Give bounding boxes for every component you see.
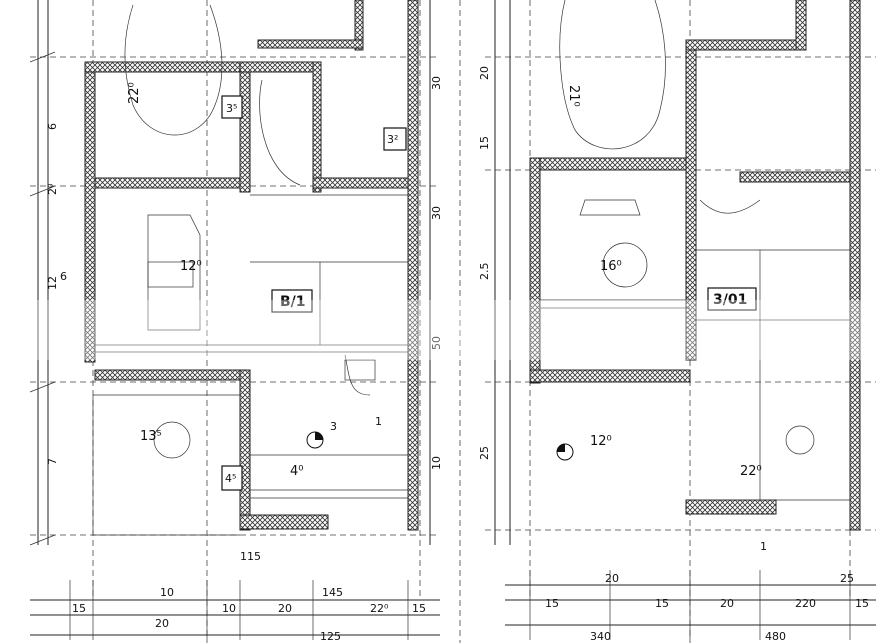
right-wall-west: [529, 157, 541, 384]
left-room-label-4: 4⁰: [290, 464, 303, 479]
left-tag-box-1: [221, 95, 243, 119]
left-dim-top-4: 10: [222, 602, 236, 615]
left-marker-1: 3: [330, 420, 337, 433]
right-title-label: 3/01: [713, 292, 747, 308]
left-wall-east: [407, 0, 419, 531]
right-wall-south: [529, 369, 691, 383]
left-wall-top-stub: [354, 0, 364, 51]
left-wall-west: [84, 61, 96, 363]
left-wall-inner: [239, 61, 251, 193]
left-wall-mid-2: [312, 177, 419, 189]
right-room-label-3: 12⁰: [590, 434, 612, 449]
right-dim-left-3: 2.5: [478, 263, 491, 281]
left-room-label-3: 13⁵: [140, 429, 162, 444]
left-tag-box-2: [221, 465, 243, 491]
left-dim-bottom-1: 145: [322, 586, 343, 599]
left-dim-top-1: 15: [72, 602, 86, 615]
left-wall-inner-2: [312, 61, 322, 193]
left-plan: 3⁵ 4⁵ 3² B/1 22⁰ 12⁰ 13⁵ 4⁰ 3 1 6 6 2⁰ 1…: [29, 0, 443, 643]
left-dim-top-3: 20: [155, 617, 169, 630]
left-wall-south-inner: [239, 369, 251, 531]
left-dim-bottom-2: 125: [320, 630, 341, 643]
right-marker: 1: [760, 540, 767, 553]
left-dim-bottom-4: 115: [240, 550, 261, 563]
right-dim-left-4: 25: [478, 446, 491, 460]
left-wall-south: [94, 369, 251, 381]
right-wall-east: [849, 0, 861, 531]
left-dim-left-3: 12: [46, 276, 59, 290]
right-plan: 3/01 21⁰ 16⁰ 12⁰ 22⁰ 1 20 15 2.5 25 15 2…: [478, 0, 876, 643]
left-dim-right-1: 30: [430, 76, 443, 90]
left-marker-3: 6: [60, 270, 67, 283]
left-marker-2: 1: [375, 415, 382, 428]
left-dim-right-3: 50: [430, 336, 443, 350]
right-dim-top-2: 20: [605, 572, 619, 585]
right-dim-bottom-3: 220: [795, 597, 816, 610]
left-room-label-1: 22⁰: [127, 82, 142, 104]
left-wall-north-2: [239, 61, 321, 73]
left-tag-box-3: [383, 127, 407, 151]
left-tag-3: 3²: [387, 133, 398, 146]
right-dim-bottom-1: 340: [590, 630, 611, 643]
right-wall-bottom: [685, 499, 777, 515]
right-dim-left-2: 15: [478, 136, 491, 150]
right-dim-top-3: 15: [655, 597, 669, 610]
right-dim-left-1: 20: [478, 66, 491, 80]
right-dim-bottom-4: 25: [840, 572, 854, 585]
right-wall-inner: [685, 39, 697, 361]
right-dim-top-5: 15: [855, 597, 869, 610]
left-dim-right-4: 10: [430, 456, 443, 470]
right-dim-top-4: 20: [720, 597, 734, 610]
left-title-label: B/1: [280, 294, 306, 310]
right-wall-top-stub: [795, 0, 807, 51]
left-title-box: [271, 289, 313, 313]
left-dim-left-1: 6: [46, 123, 59, 130]
left-dim-right-2: 30: [430, 206, 443, 220]
right-title-box: [707, 287, 757, 311]
left-dim-top-2: 10: [160, 586, 174, 599]
left-dim-bottom-3: 22⁰: [370, 602, 389, 615]
left-wall-top-stub-2: [257, 39, 364, 49]
left-dim-top-5: 20: [278, 602, 292, 615]
right-dim-top-1: 15: [545, 597, 559, 610]
left-wall-north: [84, 61, 251, 73]
right-wall-mid: [739, 171, 851, 183]
left-dim-left-4: 7: [46, 458, 59, 465]
right-dim-bottom-2: 480: [765, 630, 786, 643]
left-wall-mid: [94, 177, 251, 189]
right-room-label-4: 22⁰: [740, 464, 762, 479]
left-tag-1: 3⁵: [226, 102, 237, 115]
left-tag-2: 4⁵: [225, 472, 236, 485]
right-wall-top: [685, 39, 807, 51]
left-wall-bottom: [239, 514, 329, 530]
left-room-label-2: 12⁰: [180, 259, 202, 274]
left-dim-left-2: 2⁰: [46, 183, 59, 195]
left-dim-top-6: 15: [412, 602, 426, 615]
right-wall-north: [529, 157, 696, 171]
right-room-label-1: 21⁰: [566, 85, 581, 107]
right-room-label-2: 16⁰: [600, 259, 622, 274]
